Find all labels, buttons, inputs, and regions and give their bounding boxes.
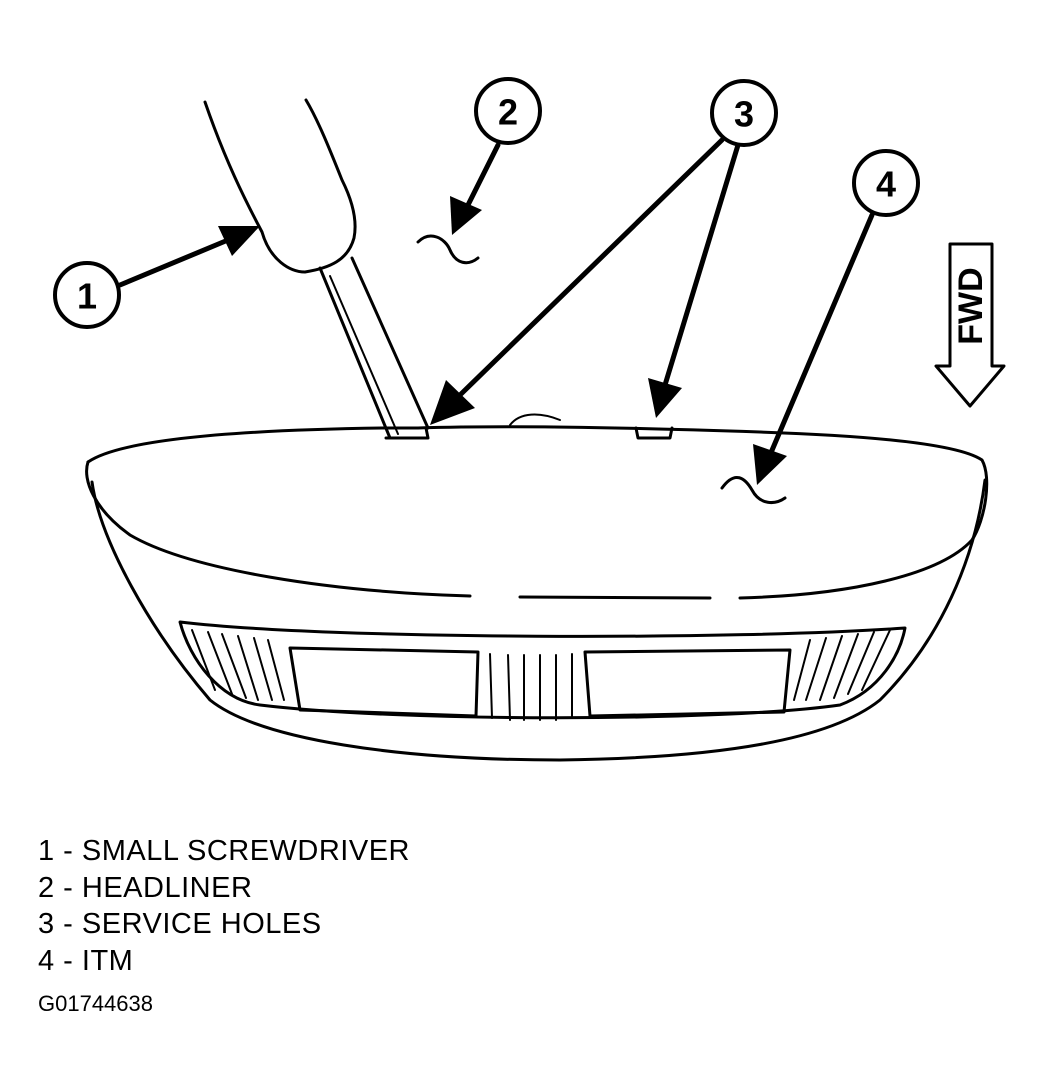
headliner-mark (416, 234, 480, 265)
figure-id: G01744638 (38, 991, 153, 1016)
legend: 1 - SMALL SCREWDRIVER 2 - HEADLINER 3 - … (38, 833, 410, 979)
screwdriver (203, 98, 430, 440)
callout-2-number: 2 (498, 92, 518, 133)
legend-item-1: 1 - SMALL SCREWDRIVER (38, 835, 410, 867)
callout-4-number: 4 (876, 164, 896, 205)
callout-1: 1 (53, 261, 121, 329)
callout-3-number: 3 (734, 94, 754, 135)
callout-3: 3 (710, 79, 778, 147)
legend-item-3: 3 - SERVICE HOLES (38, 908, 322, 940)
legend-item-2: 2 - HEADLINER (38, 871, 253, 904)
callout-1-number: 1 (77, 276, 97, 317)
fwd-label: FWD (952, 267, 990, 344)
callout-2: 2 (474, 77, 542, 145)
leader-lines (117, 137, 875, 485)
callout-4: 4 (852, 149, 920, 217)
legend-item-4: 4 - ITM (38, 944, 134, 977)
itm-module (85, 413, 989, 762)
forward-direction-arrow: FWD (934, 242, 1006, 408)
